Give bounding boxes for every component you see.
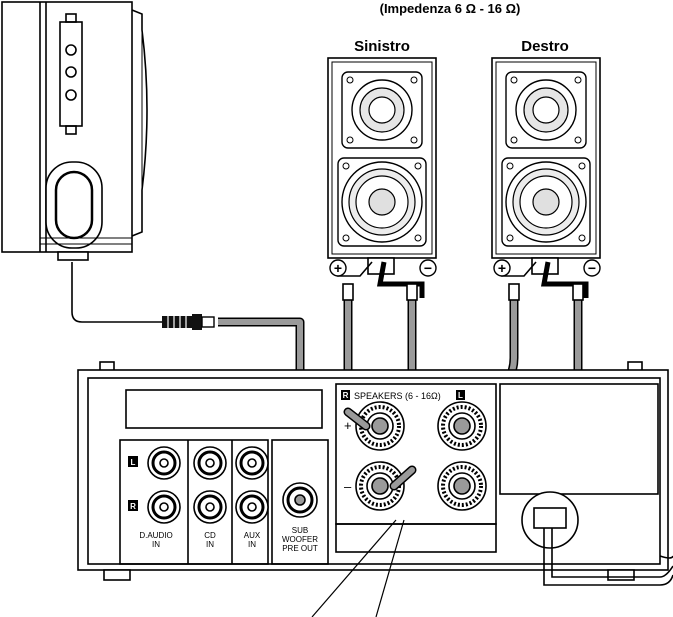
svg-text:WOOFER: WOOFER <box>282 535 318 544</box>
svg-text:D.AUDIO: D.AUDIO <box>139 531 172 540</box>
svg-text:R: R <box>343 391 349 400</box>
left-speaker <box>327 57 437 259</box>
svg-text:R: R <box>130 502 136 511</box>
speaker-binding-posts <box>355 401 487 511</box>
svg-text:SUB: SUB <box>292 526 308 535</box>
sub-woofer-pre-out-jack <box>282 482 318 518</box>
svg-text:AUX: AUX <box>244 531 261 540</box>
row-markers: L R <box>128 456 138 511</box>
svg-text:IN: IN <box>206 540 214 549</box>
rca-plug <box>162 314 215 330</box>
right-speaker-label: Destro <box>521 38 569 55</box>
callout-lines <box>311 519 405 617</box>
speaker-polarity-marks: + − + − <box>329 259 601 277</box>
speakers-terminal-header: R SPEAKERS (6 - 16Ω) L + – <box>341 390 465 494</box>
svg-text:CD: CD <box>204 531 216 540</box>
svg-text:SPEAKERS (6 - 16Ω): SPEAKERS (6 - 16Ω) <box>354 391 441 401</box>
svg-text:L: L <box>131 458 136 467</box>
svg-text:–: – <box>344 479 352 494</box>
input-jacks <box>147 446 269 524</box>
svg-text:IN: IN <box>248 540 256 549</box>
svg-text:−: − <box>424 260 432 276</box>
svg-text:+: + <box>498 260 506 276</box>
left-speaker-label: Sinistro <box>354 38 410 55</box>
power-cord <box>521 491 673 586</box>
svg-text:PRE OUT: PRE OUT <box>282 544 318 553</box>
wire-tips-at-posts <box>343 407 417 491</box>
svg-text:IN: IN <box>152 540 160 549</box>
right-speaker <box>491 57 601 259</box>
subwoofer <box>1 1 148 261</box>
svg-text:−: − <box>588 260 596 276</box>
impedance-label: (Impedenza 6 Ω - 16 Ω) <box>380 1 521 16</box>
svg-text:L: L <box>458 391 463 400</box>
svg-text:+: + <box>344 418 352 433</box>
input-labels: D.AUDIO IN CD IN AUX IN SUB WOOFER PRE O… <box>139 526 318 553</box>
svg-text:+: + <box>334 260 342 276</box>
